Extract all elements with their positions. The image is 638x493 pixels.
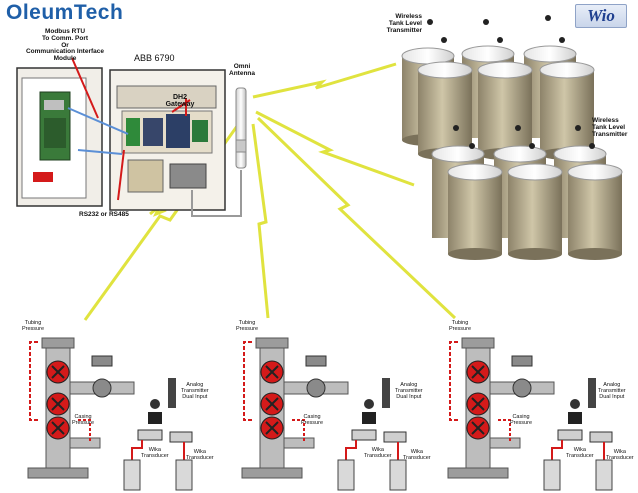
wellhead-assembly-3 [447,337,613,491]
tank-label-line: Transmitter [386,26,422,34]
tubing-pressure-label: Tubing Pressure [22,320,45,333]
modbus-label-line: Or [61,41,69,49]
tank-label-top: Wireless Tank Level Transmitter [374,13,422,34]
analog-label-line: Dual Input [599,393,625,400]
serial-label: RS232 or RS485 [79,211,129,218]
wika-label-line: Transducer [403,454,431,461]
wika-transducer-label-b: Wika Transducer [403,449,431,462]
tank-label-bottom: Wireless Tank Level Transmitter [592,117,636,138]
tubing-label-line: Pressure [449,325,472,332]
brand-logo: OleumTech [6,1,124,24]
analog-label-line: Analog [186,382,204,388]
tank-group-top [401,15,595,160]
gateway-label-line: Gateway [165,101,195,109]
link-to-well-2 [251,123,270,319]
tank-group-bottom [431,125,623,260]
wio-logo-text: Wio [587,6,615,25]
omni-antenna [191,87,247,217]
wika-transducer-label-a: Wika Transducer [364,447,392,460]
casing-label-line: Pressure [510,419,533,426]
analog-transmitter-label: Analog Transmitter Dual Input [395,382,423,400]
wika-label-line: Wika [148,447,161,453]
tubing-label-line: Pressure [236,325,259,332]
wika-transducer-label-b: Wika Transducer [186,449,214,462]
tubing-pressure-label: Tubing Pressure [236,320,259,333]
modbus-label-line: To Comm. Port [41,34,89,42]
wika-label-line: Wika [410,449,423,455]
analog-label-line: Analog [400,382,418,388]
tubing-label-line: Tubing [451,320,469,326]
wika-label-line: Wika [193,449,206,455]
wika-label-line: Wika [613,449,626,455]
wika-transducer-label-a: Wika Transducer [566,447,594,460]
casing-label-line: Casing [74,414,92,420]
tank-label-line: Transmitter [592,130,628,138]
controller-name: ABB 6790 [134,53,175,63]
antenna-label-line: Antenna [229,69,255,77]
wika-label-line: Transducer [364,452,392,459]
analog-transmitter-label: Analog Transmitter Dual Input [181,382,209,400]
wellhead-assembly-1 [27,337,193,491]
wellhead-assembly-2 [241,337,407,491]
wika-transducer-label-b: Wika Transducer [606,449,634,462]
analog-label-line: Transmitter [395,387,423,394]
casing-pressure-label: Casing Pressure [510,414,533,427]
link-to-well-3 [256,116,457,320]
antenna-label-line: Omni [233,63,251,70]
wika-label-line: Transducer [566,452,594,459]
tubing-label-line: Pressure [22,325,45,332]
tank-label-line: Wireless [592,117,619,124]
wika-transducer-label-a: Wika Transducer [141,447,169,460]
modbus-label-line: Modbus RTU [44,28,86,35]
wika-label-line: Wika [573,447,586,453]
casing-label-line: Pressure [301,419,324,426]
casing-label-line: Pressure [72,419,95,426]
wika-label-line: Wika [371,447,384,453]
controller-enclosure [16,57,226,211]
link-to-tanks-bottom [255,110,415,187]
tank-label-line: Wireless [395,13,422,20]
casing-pressure-label: Casing Pressure [72,414,95,427]
analog-label-line: Transmitter [181,387,209,394]
analog-label-line: Dual Input [182,393,208,400]
analog-label-line: Dual Input [396,393,422,400]
tubing-label-line: Tubing [238,320,256,326]
tank-label-line: Tank Level [388,19,422,27]
gateway-label-line: DH2 [172,94,187,101]
link-to-tanks-top [252,62,397,99]
analog-transmitter-label: Analog Transmitter Dual Input [598,382,626,400]
gateway-label: DH2 Gateway [162,94,198,109]
casing-label-line: Casing [512,414,530,420]
modbus-label-line: Communication Interface [25,48,104,56]
antenna-label: Omni Antenna [228,63,256,78]
casing-pressure-label: Casing Pressure [301,414,324,427]
wio-logo: Wio [575,4,627,28]
tank-label-line: Tank Level [592,123,626,131]
tubing-label-line: Tubing [24,320,42,326]
modbus-label: Modbus RTU To Comm. Port Or Communicatio… [16,28,114,63]
wika-label-line: Transducer [186,454,214,461]
modbus-label-line: Module [53,55,77,63]
tubing-pressure-label: Tubing Pressure [449,320,472,333]
analog-label-line: Analog [603,382,621,388]
analog-label-line: Transmitter [598,387,626,394]
casing-label-line: Casing [303,414,321,420]
wika-label-line: Transducer [606,454,634,461]
wika-label-line: Transducer [141,452,169,459]
